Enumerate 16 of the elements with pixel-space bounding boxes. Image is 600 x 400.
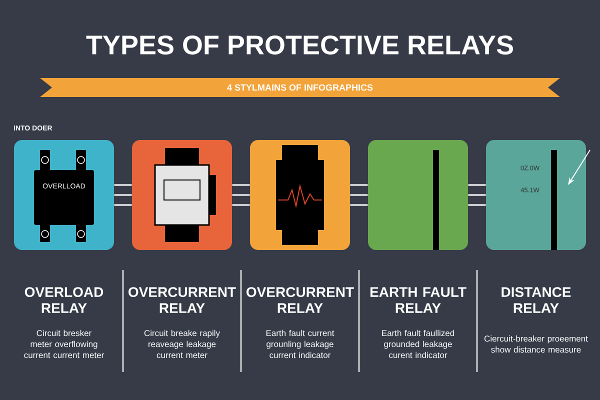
- title: TYPES OF PROTECTIVE RELAYS: [86, 35, 514, 55]
- relay-heading: OVERCURRENT RELAY: [246, 287, 354, 313]
- relay-heading: EARTH FAULT RELAY: [370, 287, 466, 313]
- wire-lines: [113, 184, 133, 206]
- relay-description: Circuit breake rapily reaveage leakage current meter: [144, 330, 220, 358]
- relay-description: Earth fault current grounling leakage current indicator: [266, 330, 334, 358]
- wire-lines: [467, 184, 487, 206]
- wire-lines: [231, 184, 251, 206]
- relay-heading: DISTANCE RELAY: [502, 287, 571, 313]
- relay-heading: OVERLOAD RELAY: [24, 287, 104, 313]
- relay-heading: OVERCURRENT RELAY: [128, 287, 236, 313]
- relay-description: Circuit bresker meter overflowing current current meter: [24, 330, 104, 358]
- wire-lines: [349, 184, 369, 206]
- relay-description: Earth fault faullized grounded leakage curent indicator: [382, 330, 454, 358]
- relay-description: Ciercuit-breaker proeement show distance measure: [484, 335, 588, 353]
- ribbon-banner: 4 STYLMAINS OF INFOGRAPHICS: [40, 78, 560, 97]
